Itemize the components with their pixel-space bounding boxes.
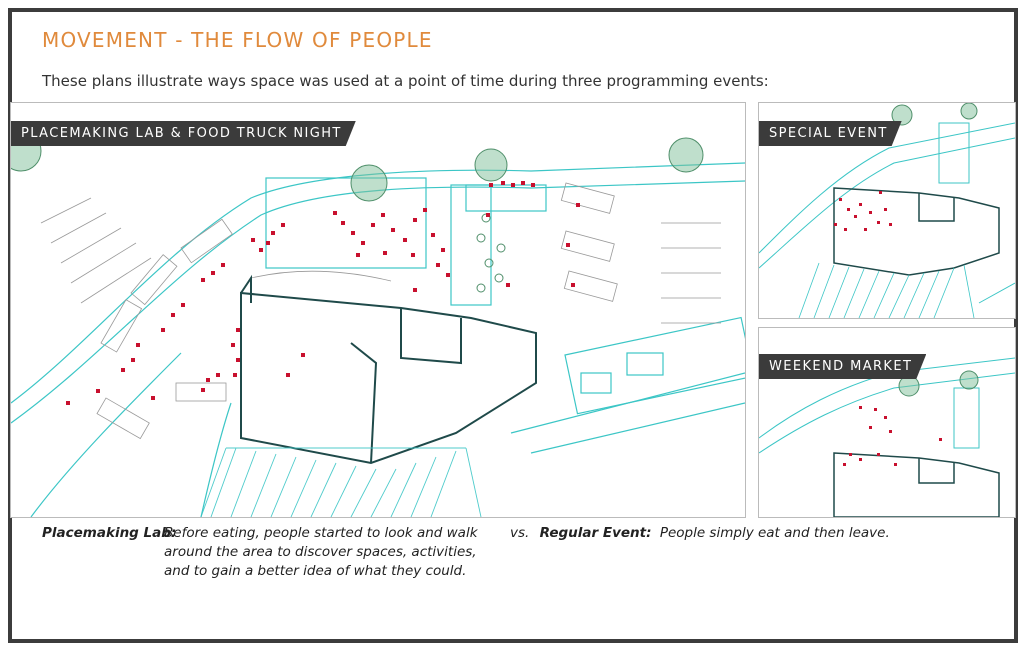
placemaking-panel-label: PLACEMAKING LAB & FOOD TRUCK NIGHT bbox=[11, 121, 356, 146]
vs-label: vs. bbox=[510, 525, 530, 541]
regular-event-text: People simply eat and then leave. bbox=[659, 525, 890, 541]
weekend-market-panel-label: WEEKEND MARKET bbox=[759, 354, 926, 379]
placemaking-caption-label: Placemaking Lab: bbox=[42, 525, 177, 541]
placemaking-site-plan bbox=[11, 130, 745, 517]
placemaking-lab-plan: PLACEMAKING LAB & FOOD TRUCK NIGHT bbox=[10, 102, 746, 518]
special-event-panel-label: SPECIAL EVENT bbox=[759, 121, 902, 146]
regular-event-caption: vs. Regular Event: People simply eat and… bbox=[510, 524, 910, 542]
regular-event-label: Regular Event: bbox=[539, 525, 652, 541]
placemaking-caption-line3: and to gain a better idea of what they c… bbox=[164, 563, 467, 579]
weekend-market-plan: WEEKEND MARKET bbox=[758, 327, 1016, 518]
special-event-plan: SPECIAL EVENT bbox=[758, 102, 1016, 319]
placemaking-caption-line1: Before eating, people started to look an… bbox=[164, 525, 478, 541]
page-title: MOVEMENT - THE FLOW OF PEOPLE bbox=[42, 28, 433, 52]
special-event-site-plan bbox=[759, 103, 1015, 318]
page-subtitle: These plans illustrate ways space was us… bbox=[42, 72, 769, 90]
placemaking-caption-line2: around the area to discover spaces, acti… bbox=[164, 544, 477, 560]
people-markers bbox=[66, 181, 580, 405]
